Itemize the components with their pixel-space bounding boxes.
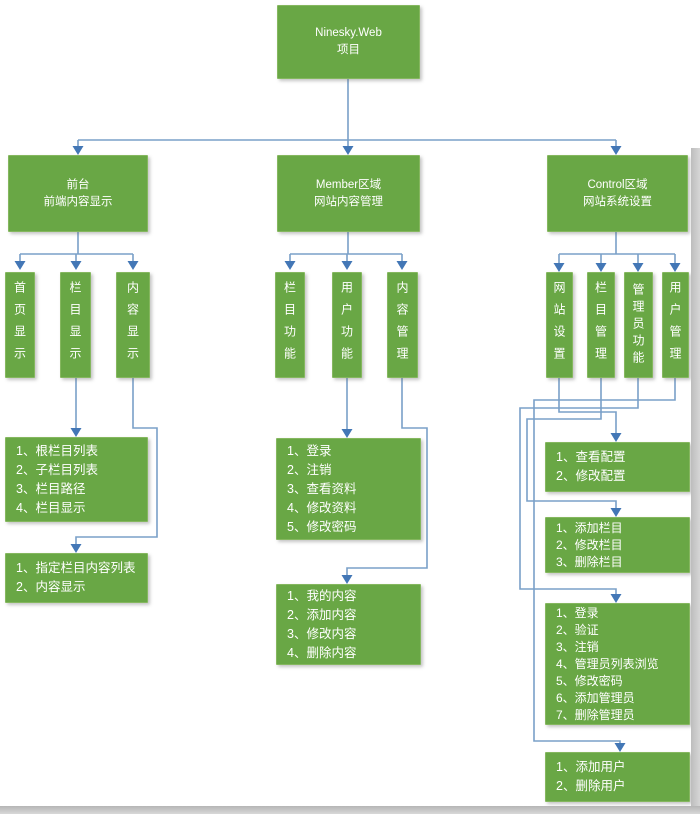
leaf-node-member-user-features: 1、登录 2、注销 3、查看资料 4、修改资料 5、修改密码: [276, 438, 421, 540]
page-edge-right: [691, 148, 700, 806]
branch-node-control-area: Control区域 网站系统设置: [547, 155, 688, 232]
module-node-content-display: 内容显示: [116, 272, 150, 378]
module-node-admin-functions: 管理员功能: [624, 272, 653, 378]
leaf-item: 2、修改配置: [556, 469, 626, 483]
leaf-node-config-features: 1、查看配置 2、修改配置: [545, 442, 690, 492]
module-node-column-functions: 栏目功能: [275, 272, 305, 378]
branch-node-member-area: Member区域 网站内容管理: [277, 155, 420, 232]
leaf-item: 1、添加栏目: [556, 520, 623, 535]
root-node: Ninesky.Web 项目: [277, 5, 420, 79]
leaf-item: 2、添加内容: [287, 607, 357, 622]
leaf-item: 4、栏目显示: [16, 500, 86, 515]
branch-title-line1: 前台: [66, 178, 90, 191]
leaf-node-column-crud: 1、添加栏目 2、修改栏目 3、删除栏目: [545, 517, 690, 573]
module-label: 内容显示: [125, 281, 140, 369]
module-label: 栏目功能: [282, 281, 297, 369]
leaf-item: 3、删除栏目: [556, 554, 623, 569]
arrowheads: [14, 146, 681, 752]
leaf-item: 1、根栏目列表: [16, 443, 98, 458]
module-label: 网站设置: [552, 281, 566, 369]
leaf-item: 5、修改密码: [287, 519, 357, 534]
module-label: 首页显示: [12, 281, 27, 369]
leaf-node-column-display-features: 1、根栏目列表 2、子栏目列表 3、栏目路径 4、栏目显示: [5, 437, 148, 522]
leaf-item: 1、指定栏目内容列表: [16, 561, 136, 575]
module-node-content-management: 内容管理: [387, 272, 418, 378]
branch-title-line1: Control区域: [587, 178, 648, 191]
module-node-site-settings: 网站设置: [546, 272, 573, 378]
leaf-item: 5、修改密码: [556, 673, 623, 688]
leaf-item: 2、注销: [287, 462, 332, 477]
connector-lines: [19, 79, 676, 743]
branch-node-frontend: 前台 前端内容显示: [8, 155, 148, 232]
module-node-column-display: 栏目显示: [60, 272, 91, 378]
leaf-item: 2、删除用户: [556, 779, 626, 793]
leaf-node-user-crud: 1、添加用户 2、删除用户: [545, 752, 690, 802]
root-title-line2: 项目: [337, 44, 360, 56]
leaf-item: 3、查看资料: [287, 481, 357, 496]
module-label: 内容管理: [395, 281, 409, 369]
leaf-item: 6、添加管理员: [556, 690, 635, 705]
module-node-home-display: 首页显示: [5, 272, 35, 378]
leaf-item: 1、我的内容: [287, 588, 357, 603]
leaf-item: 4、删除内容: [287, 645, 357, 660]
leaf-item: 3、栏目路径: [16, 481, 86, 496]
page-edge-bottom: [0, 806, 700, 814]
leaf-item: 7、删除管理员: [556, 707, 635, 722]
leaf-item: 4、管理员列表浏览: [556, 656, 659, 671]
leaf-item: 3、注销: [556, 639, 599, 654]
branch-title-line1: Member区域: [315, 178, 382, 191]
module-label: 栏目显示: [68, 281, 82, 369]
module-node-user-functions: 用户功能: [332, 272, 362, 378]
leaf-item: 1、查看配置: [556, 450, 626, 464]
leaf-item: 1、登录: [287, 443, 332, 458]
leaf-node-member-content-features: 1、我的内容 2、添加内容 3、修改内容 4、删除内容: [276, 584, 421, 665]
leaf-item: 2、修改栏目: [556, 537, 623, 552]
leaf-node-content-display-features: 1、指定栏目内容列表 2、内容显示: [5, 553, 148, 603]
leaf-node-admin-features: 1、登录 2、验证 3、注销 4、管理员列表浏览 5、修改密码 6、添加管理员 …: [545, 603, 690, 725]
module-node-user-management: 用户管理: [662, 272, 689, 378]
module-label: 栏目管理: [593, 281, 608, 369]
leaf-item: 3、修改内容: [287, 626, 357, 641]
leaf-item: 1、添加用户: [556, 760, 626, 774]
branch-title-line2: 网站系统设置: [583, 195, 652, 208]
leaf-item: 2、验证: [556, 622, 599, 637]
branch-title-line2: 前端内容显示: [43, 195, 113, 208]
module-label: 用户功能: [339, 281, 354, 369]
leaf-item: 2、子栏目列表: [16, 462, 98, 477]
leaf-item: 1、登录: [556, 605, 599, 620]
leaf-item: 2、内容显示: [16, 580, 86, 594]
module-label: 用户管理: [668, 281, 682, 369]
leaf-item: 4、修改资料: [287, 500, 357, 515]
module-node-column-management: 栏目管理: [587, 272, 615, 378]
module-label: 管理员功能: [631, 282, 645, 368]
branch-title-line2: 网站内容管理: [314, 195, 383, 208]
root-title-line1: Ninesky.Web: [315, 27, 382, 39]
